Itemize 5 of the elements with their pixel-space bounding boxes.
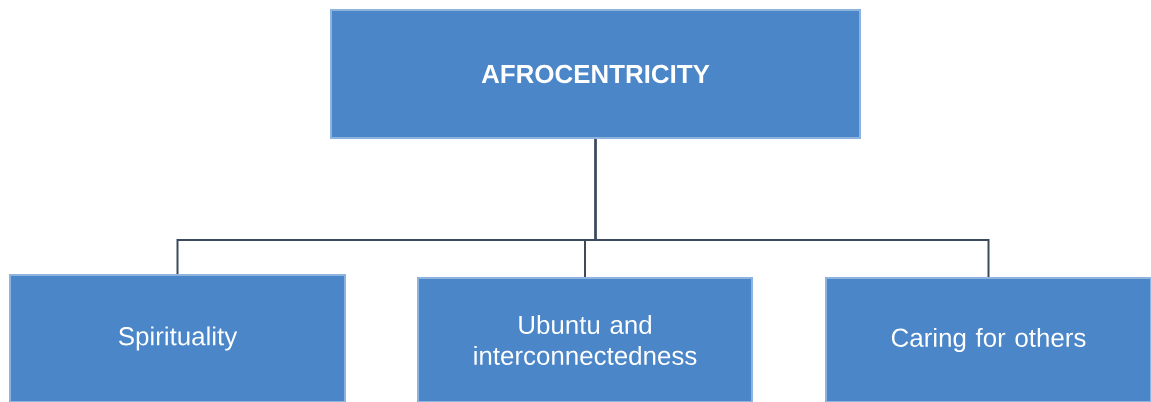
concept-box: Spirituality	[9, 274, 346, 402]
title-box: AFROCENTRICITY	[330, 9, 861, 139]
connector-line	[594, 138, 990, 278]
concept-box: Caring for others	[825, 277, 1151, 402]
concept-box: Ubuntu and interconnectedness	[417, 277, 753, 402]
